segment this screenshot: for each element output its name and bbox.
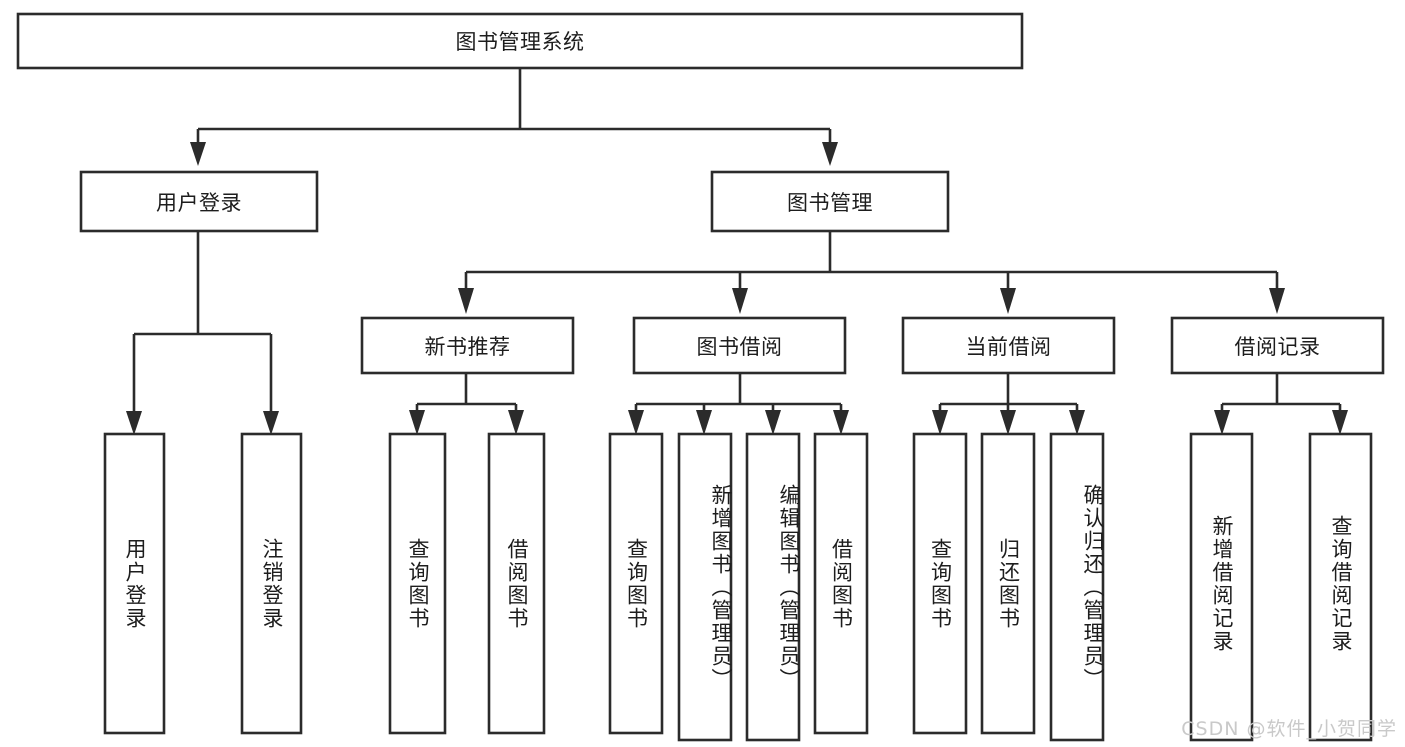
arrow-head-book-borrow: [732, 288, 748, 314]
arrow-head-leaf-logout: [263, 411, 279, 435]
node-box-leaf-borrow-book-1[interactable]: [487, 432, 546, 735]
node-box-book-management[interactable]: [710, 170, 950, 233]
arrow-head-leaf-confirm-return: [1069, 410, 1085, 435]
arrow-head-book-mgmt: [822, 142, 838, 166]
arrow-head-leaf-borrow-book-2: [833, 410, 849, 435]
node-box-leaf-return-book[interactable]: [980, 432, 1036, 735]
node-box-borrow-record[interactable]: [1170, 316, 1385, 375]
arrow-head-leaf-query-book-3: [932, 410, 948, 435]
node-box-leaf-query-book-2[interactable]: [608, 432, 664, 735]
node-box-leaf-user-login[interactable]: [103, 432, 166, 735]
arrow-head-leaf-edit-book: [765, 410, 781, 435]
arrow-head-leaf-borrow-book-1: [508, 410, 524, 435]
node-box-book-borrow[interactable]: [632, 316, 847, 375]
node-box-user-login[interactable]: [79, 170, 319, 233]
node-box-leaf-borrow-book-2[interactable]: [813, 432, 869, 735]
node-box-root[interactable]: [16, 12, 1024, 70]
node-box-leaf-confirm-return[interactable]: [1049, 432, 1105, 742]
arrow-head-new-book-recommend: [458, 288, 474, 314]
arrow-head-leaf-return-book: [1000, 410, 1016, 435]
arrow-head-borrow-record: [1269, 288, 1285, 314]
arrow-head-current-borrow: [1000, 288, 1016, 314]
arrow-head-leaf-query-book-1: [409, 410, 425, 435]
node-box-leaf-add-book[interactable]: [677, 432, 733, 742]
node-box-leaf-query-book-3[interactable]: [912, 432, 968, 735]
arrow-head-leaf-add-record: [1214, 410, 1230, 435]
node-box-leaf-edit-book[interactable]: [745, 432, 801, 742]
arrow-head-leaf-user-login: [126, 411, 142, 435]
node-box-current-borrow[interactable]: [901, 316, 1116, 375]
node-box-leaf-query-book-1[interactable]: [388, 432, 447, 735]
node-box-leaf-query-record[interactable]: [1308, 432, 1373, 742]
arrow-head-leaf-query-book-2: [628, 410, 644, 435]
arrow-head-leaf-add-book: [696, 410, 712, 435]
node-box-new-book-recommend[interactable]: [360, 316, 575, 375]
node-box-leaf-logout[interactable]: [240, 432, 303, 735]
arrow-head-leaf-query-record: [1332, 410, 1348, 435]
node-box-leaf-add-record[interactable]: [1189, 432, 1254, 742]
arrow-head-user-login: [190, 142, 206, 166]
